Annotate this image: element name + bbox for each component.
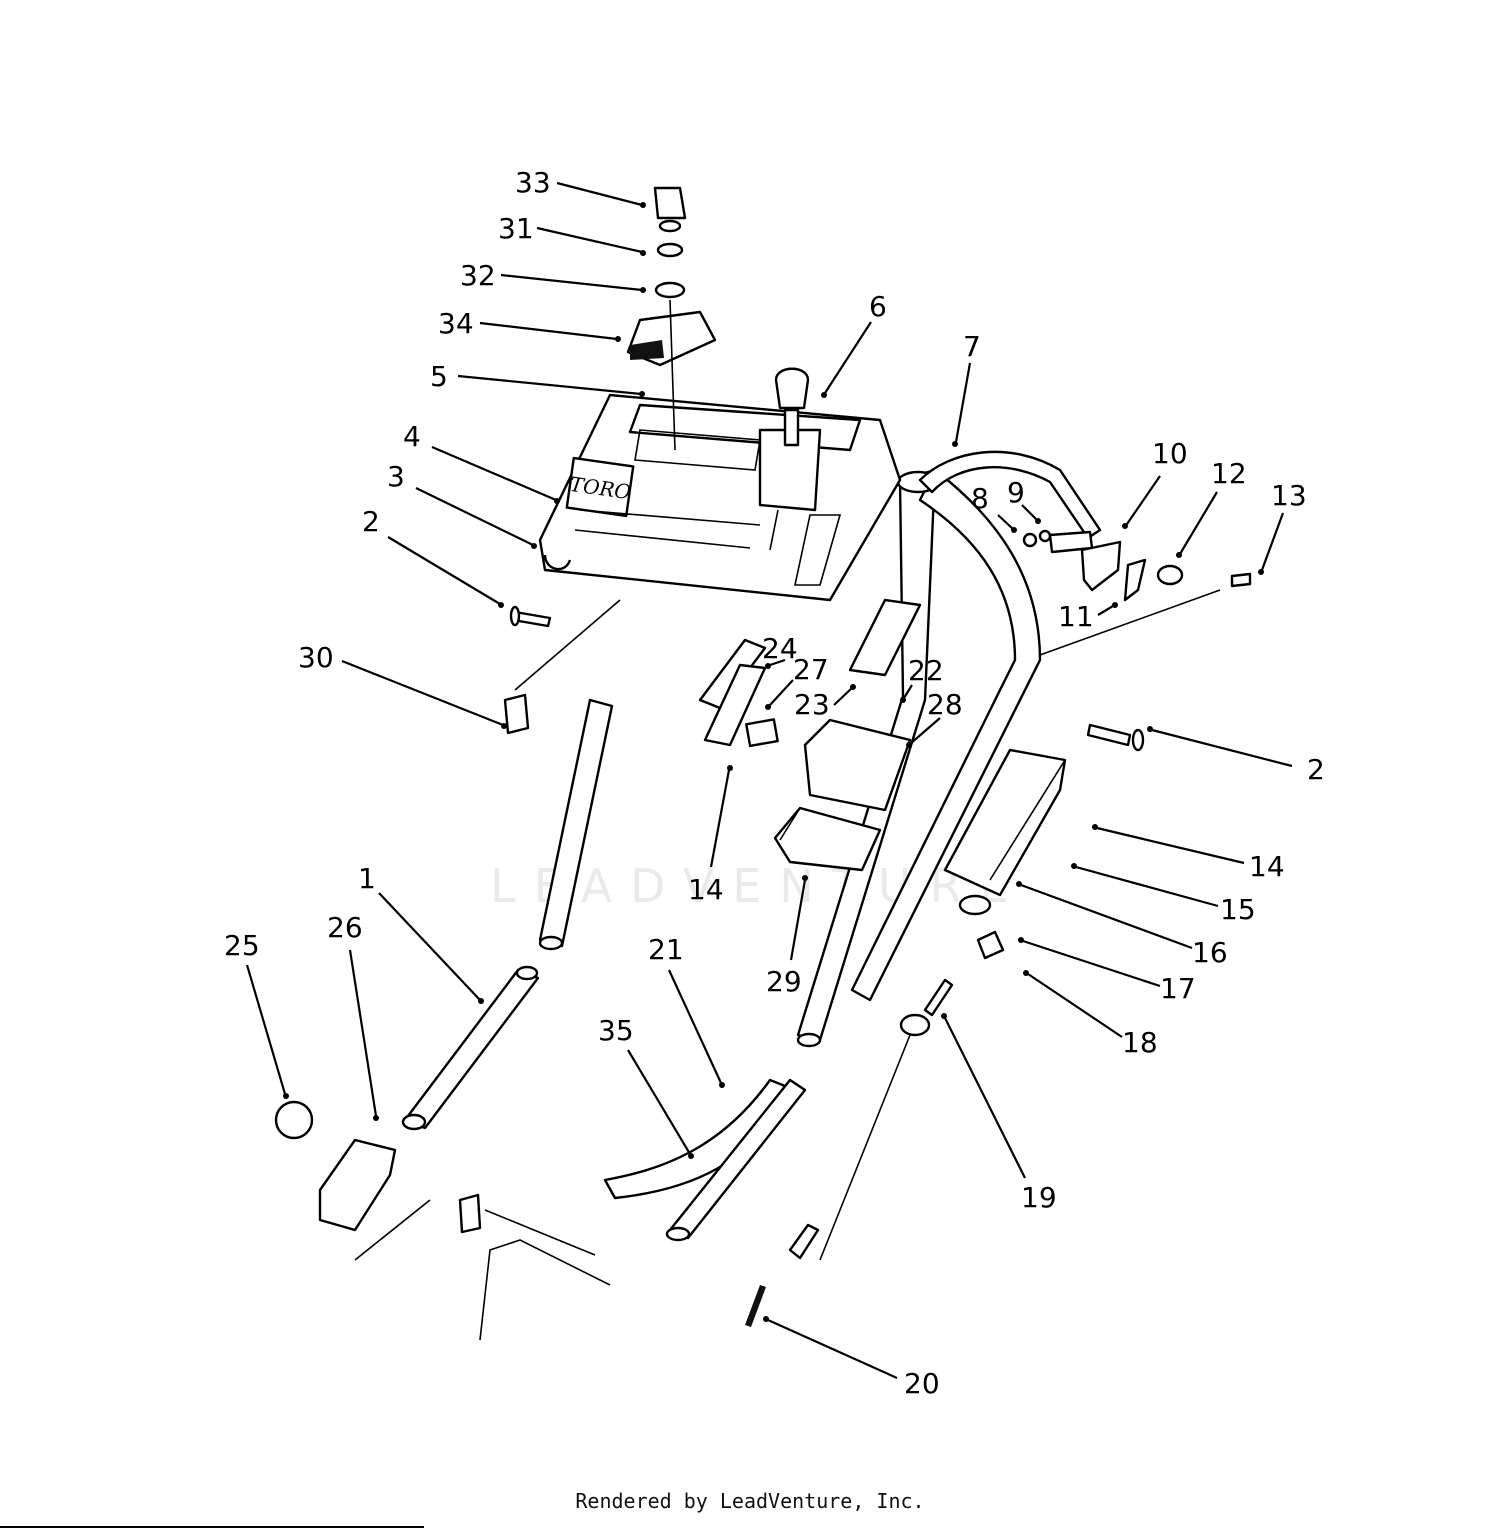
callout-1: 1 [358,862,376,895]
callout-15: 15 [1220,893,1256,926]
callout-22: 22 [908,654,944,687]
callout-2b: 2 [1307,753,1325,786]
callout-26: 26 [327,911,363,944]
callout-14-left: 14 [688,873,724,906]
callout-14-right: 14 [1249,850,1285,883]
callout-30: 30 [298,641,334,674]
callout-31: 31 [498,212,534,245]
callout-12: 12 [1211,457,1247,490]
callout-18: 18 [1122,1026,1158,1059]
callout-13: 13 [1271,479,1307,512]
center-panels [703,598,922,872]
key-stack [626,186,717,451]
callout-11: 11 [1058,600,1094,633]
upper-bail [918,450,1102,540]
lock-bracket [1022,529,1252,656]
leader-lines [245,181,1293,1380]
footer-credit: Rendered by LeadVenture, Inc. [575,1489,925,1513]
callout-21: 21 [648,933,684,966]
fasteners [503,599,1145,752]
callout-28: 28 [927,688,963,721]
callout-10: 10 [1152,437,1188,470]
shift-lever [758,367,822,551]
side-panel [943,748,1067,960]
callout-8: 8 [971,482,989,515]
callout-17: 17 [1160,972,1196,1005]
callout-33: 33 [515,166,551,199]
lower-bail [603,1078,807,1242]
callout-2: 2 [362,505,380,538]
callout-24: 24 [762,632,798,665]
callout-27: 27 [793,653,829,686]
control-console: TORO [538,393,902,602]
callout-9: 9 [1007,476,1025,509]
callout-29: 29 [766,965,802,998]
callout-19: 19 [1021,1181,1057,1214]
callout-16: 16 [1192,936,1228,969]
callout-34: 34 [438,307,474,340]
callout-6: 6 [869,290,887,323]
callout-3: 3 [387,460,405,493]
callout-23: 23 [794,688,830,721]
callout-32: 32 [460,259,496,292]
callout-20: 20 [904,1367,940,1400]
lower-left-parts [274,965,611,1341]
footer-rule [0,1526,424,1528]
callout-25: 25 [224,929,260,962]
callout-labels: 33 31 32 34 5 6 4 3 7 2 10 8 9 12 13 11 … [224,166,1325,1400]
cable-assembly [745,978,954,1327]
callout-4: 4 [403,420,421,453]
callout-5: 5 [430,360,448,393]
callout-7: 7 [963,330,981,363]
callout-35: 35 [598,1014,634,1047]
